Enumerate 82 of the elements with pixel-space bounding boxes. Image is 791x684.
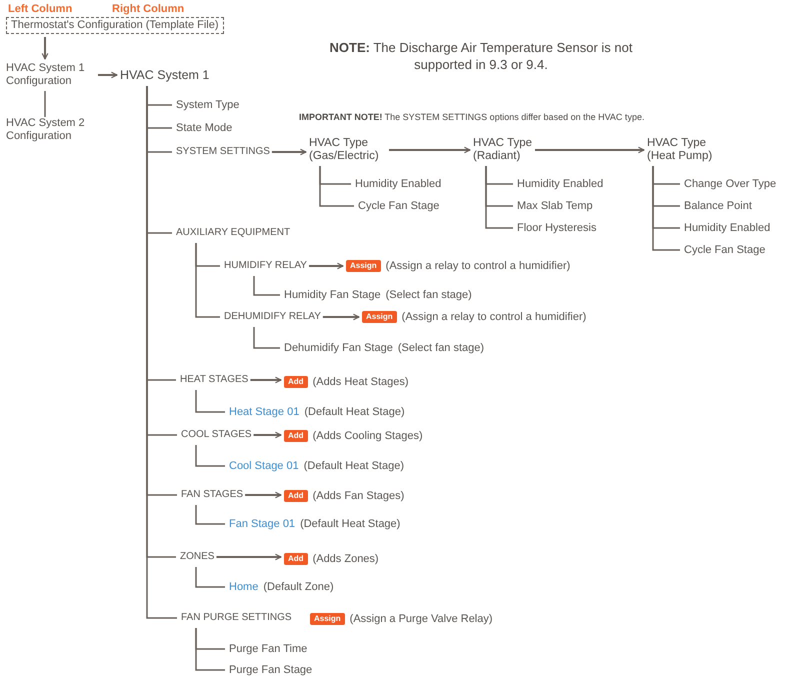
arrow: [272, 148, 307, 156]
note-text: NOTE: The Discharge Air Temperature Sensor is not supported in 9.3 or 9.4.: [328, 39, 634, 73]
tree-connector: [319, 166, 354, 207]
description-text: (Adds Fan Stages): [312, 489, 404, 503]
node-label: SYSTEM SETTINGS: [176, 145, 270, 159]
node-label: AUXILIARY EQUIPMENT: [176, 226, 290, 240]
description-text: (Default Heat Stage): [304, 405, 405, 419]
column-heading: Left Column: [8, 2, 72, 17]
description-text: (Select fan stage): [386, 288, 472, 302]
node-label: ZONES: [180, 550, 214, 564]
node-label: Cycle Fan Stage: [358, 199, 440, 213]
node-label: Purge Fan Time: [229, 642, 308, 656]
tree-connector: [195, 567, 225, 588]
node-label: Floor Hysteresis: [517, 221, 596, 235]
description-text: (Adds Cooling Stages): [312, 429, 423, 443]
description-text: (Default Zone): [263, 580, 334, 594]
node-label: Dehumidify Fan Stage: [284, 341, 393, 355]
dashed-box: Thermostat's Configuration (Template File): [6, 17, 224, 34]
node-label: HVAC Type (Radiant): [473, 137, 533, 163]
node-label: Humidity Enabled: [684, 221, 770, 235]
node-label: Humidity Fan Stage: [284, 288, 381, 302]
node-label: HVAC Type (Heat Pump): [647, 137, 719, 163]
arrow: [245, 492, 282, 498]
action-badge: Add: [284, 376, 308, 388]
tree-connector: [195, 505, 225, 525]
node-label: DEHUMIDIFY RELAY: [224, 310, 321, 324]
node-label: Humidity Enabled: [517, 177, 604, 191]
description-text: (Adds Heat Stages): [312, 375, 409, 389]
node-label: HEAT STAGES: [180, 373, 248, 387]
node-label: HVAC Type (Gas/Electric): [309, 137, 387, 163]
tree-connector: [253, 327, 280, 349]
description-text: (Assign a relay to control a humidifier): [402, 310, 586, 324]
tree-connector: [253, 276, 280, 296]
tree-connector: [44, 91, 46, 117]
link-text: Home: [229, 580, 258, 594]
description-text: (Assign a Purge Valve Relay): [350, 612, 493, 626]
node-label: Max Slab Temp: [517, 199, 593, 213]
node-label: HVAC System 1 Configuration: [6, 62, 96, 88]
arrow: [216, 554, 282, 560]
node-label: Change Over Type: [684, 177, 776, 191]
node-label: HVAC System 2 Configuration: [6, 117, 96, 143]
action-badge: Add: [284, 490, 308, 502]
arrow: [389, 146, 471, 154]
node-label: FAN STAGES: [181, 488, 244, 502]
node-label: COOL STAGES: [181, 428, 252, 442]
tree-connector: [652, 166, 680, 251]
link-text: Fan Stage 01: [229, 517, 296, 531]
arrow: [308, 262, 344, 270]
arrow: [98, 72, 118, 78]
tree-connector: [195, 243, 220, 318]
node-label: State Mode: [176, 121, 232, 135]
tree-connector: [195, 445, 225, 467]
description-text: (Assign a relay to control a humidifier): [386, 259, 570, 273]
note-text: IMPORTANT NOTE! The SYSTEM SETTINGS options differ based on the HVAC type.: [299, 111, 644, 124]
node-label: Balance Point: [684, 199, 752, 213]
node-label: Purge Fan Stage: [229, 663, 312, 677]
link-text: Cool Stage 01: [229, 459, 299, 473]
column-heading: Right Column: [112, 2, 184, 17]
node-label: Humidity Enabled: [355, 177, 442, 191]
action-badge: Add: [284, 430, 308, 442]
node-label: System Type: [176, 98, 240, 112]
node-label: FAN PURGE SETTINGS: [181, 611, 292, 625]
arrow: [250, 376, 282, 384]
description-text: (Adds Zones): [312, 552, 379, 566]
action-badge: Assign: [346, 260, 381, 272]
node-label: HVAC System 1: [120, 67, 210, 83]
action-badge: Assign: [310, 613, 345, 625]
arrow: [535, 146, 645, 154]
description-text: (Default Heat Stage): [304, 459, 404, 473]
link-text: Heat Stage 01: [229, 405, 300, 419]
tree-connector: [195, 390, 225, 413]
arrow: [254, 432, 282, 438]
action-badge: Assign: [362, 311, 397, 323]
description-text: (Select fan stage): [398, 341, 484, 355]
node-label: HUMIDIFY RELAY: [224, 259, 307, 273]
tree-connector: [195, 628, 225, 671]
node-label: Cycle Fan Stage: [684, 243, 766, 257]
arrow: [42, 37, 48, 60]
action-badge: Add: [284, 553, 308, 565]
description-text: (Default Heat Stage): [300, 517, 400, 531]
tree-connector: [485, 166, 513, 229]
arrow: [322, 314, 360, 320]
